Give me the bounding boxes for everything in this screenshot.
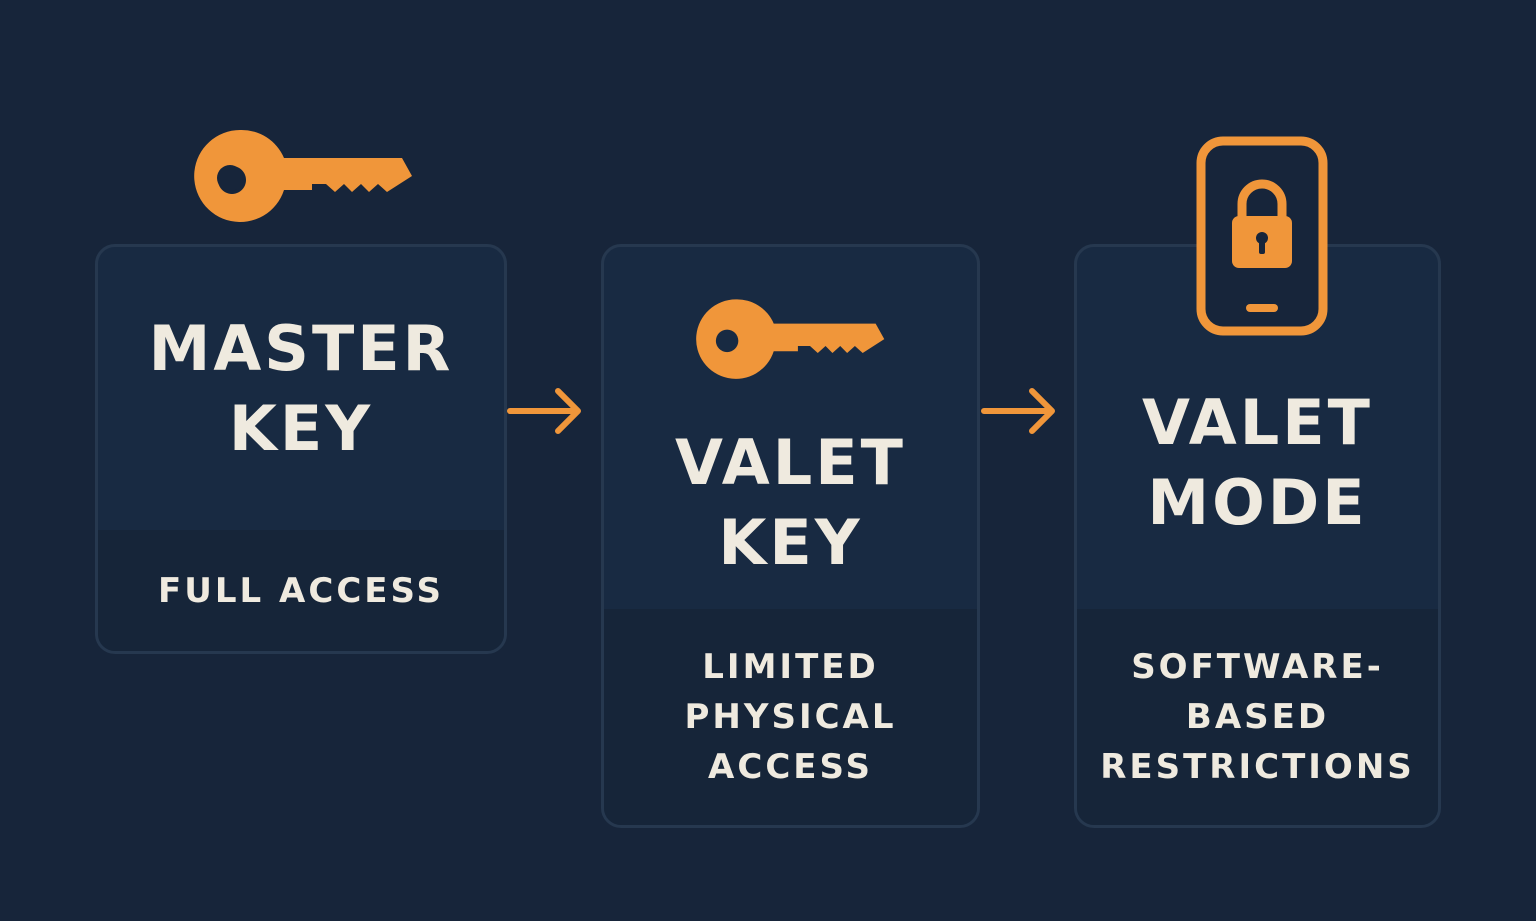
card-master-key-title-area: MASTER KEY [98,247,504,533]
card-valet-mode-title-area: VALET MODE [1077,247,1438,612]
card-subtitle-line: FULL ACCESS [158,570,444,611]
card-title-line: VALET [1142,386,1373,459]
card-subtitle-line: ACCESS [708,747,873,787]
card-master-key: MASTER KEY FULL ACCESS [95,244,507,654]
key-icon [696,299,885,379]
arrow-right-icon [981,388,1055,434]
card-subtitle-line: PHYSICAL [684,697,897,737]
card-title-line: KEY [228,391,374,465]
card-valet-mode: VALET MODE SOFTWARE- BASED RESTRICTIONS [1074,244,1441,828]
card-subtitle-line: RESTRICTIONS [1100,747,1415,787]
arrow-right-icon [507,388,581,434]
card-subtitle-line: SOFTWARE- [1131,647,1384,687]
card-title-line: KEY [718,506,863,579]
card-valet-mode-description: SOFTWARE- BASED RESTRICTIONS [1077,609,1438,825]
card-valet-key-description: LIMITED PHYSICAL ACCESS [604,609,977,825]
card-title-line: MODE [1147,466,1368,539]
card-subtitle-line: BASED [1185,697,1330,737]
card-master-key-description: FULL ACCESS [98,530,504,651]
card-subtitle-line: LIMITED [702,647,879,687]
key-icon [194,129,412,222]
phone-lock-icon [1196,136,1328,336]
card-title-line: VALET [675,426,906,499]
card-title-line: MASTER [148,311,454,385]
